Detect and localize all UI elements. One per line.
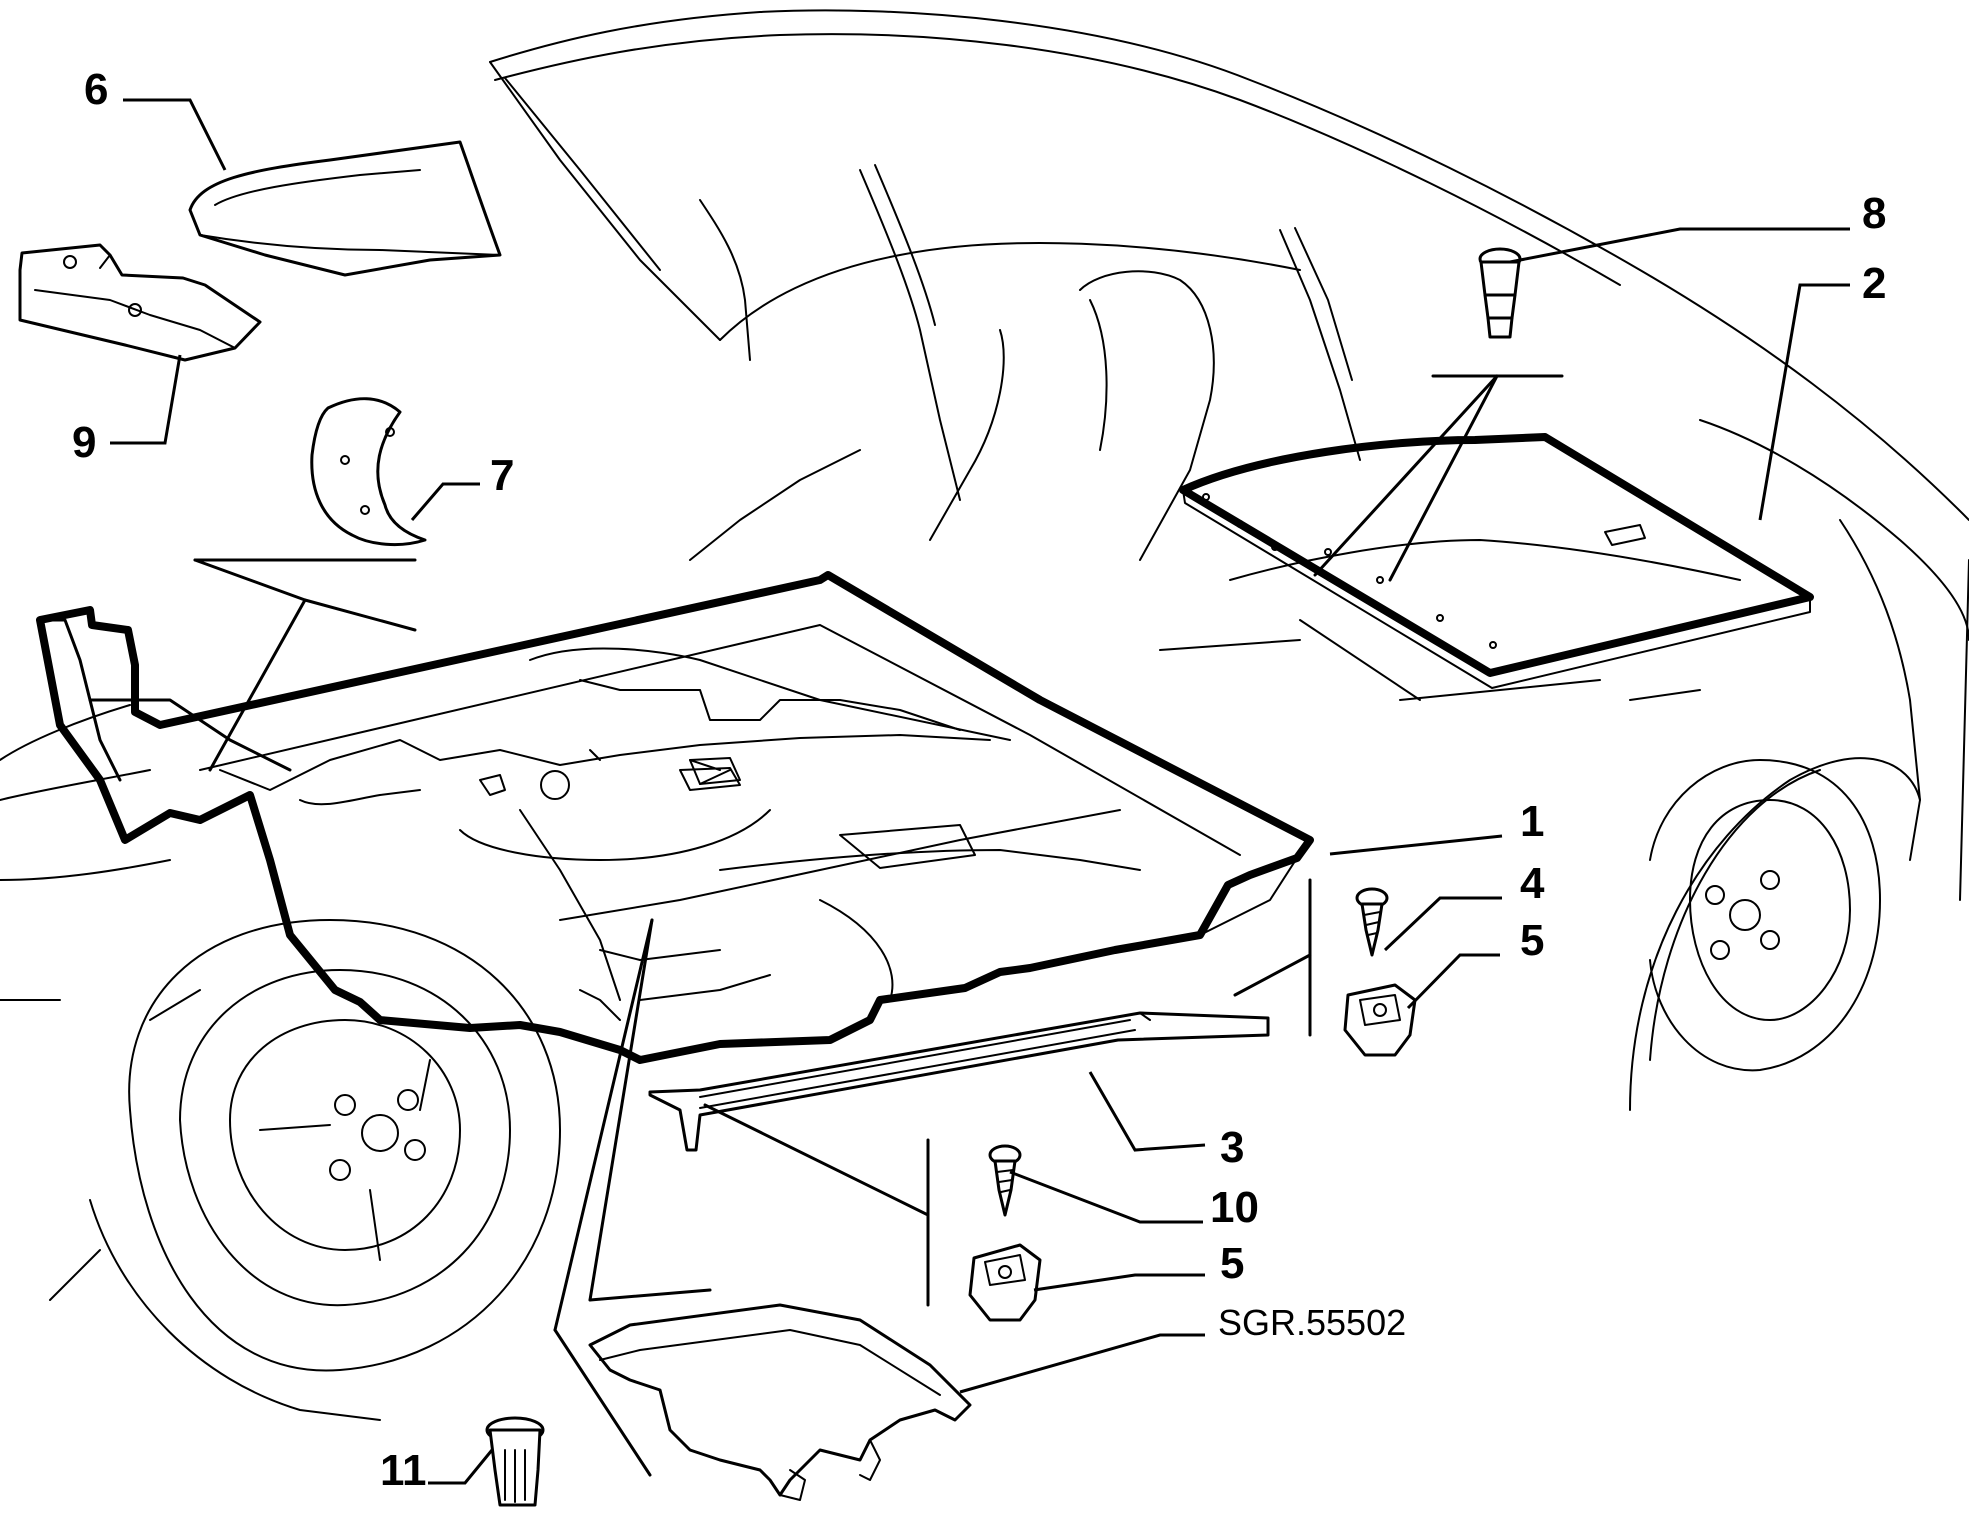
callout-10: 10	[1210, 1183, 1259, 1232]
callout-1: 1	[1520, 797, 1544, 846]
screw-part-4	[1355, 887, 1389, 957]
drawing-reference-code: SGR.55502	[1218, 1302, 1406, 1343]
left-wheel-drawing	[89, 919, 561, 1421]
callout-6: 6	[84, 65, 108, 114]
pad-part-7	[310, 397, 427, 546]
callout-11: 11	[380, 1446, 427, 1495]
callout-7: 7	[490, 451, 514, 500]
car-body-outline	[0, 9, 1969, 1001]
grommet-part-11	[485, 1416, 545, 1507]
callout-8: 8	[1862, 189, 1886, 238]
rear-panel-part-2	[1179, 433, 1814, 689]
right-wheel-drawing	[1629, 757, 1921, 1111]
lower-floor-panel	[588, 1303, 972, 1501]
callout-labels: 1 2 3 4 5 5 6 7 8 9 10 11 SGR.55502	[72, 65, 1886, 1495]
callout-2: 2	[1862, 259, 1886, 308]
callout-3: 3	[1220, 1123, 1244, 1172]
screw-part-10	[988, 1144, 1022, 1217]
callout-5-lower: 5	[1220, 1239, 1244, 1288]
callout-9: 9	[72, 418, 96, 467]
cover-part-6	[188, 140, 502, 277]
callout-4: 4	[1520, 859, 1545, 908]
clip-nut-part-5-lower	[968, 1243, 1042, 1322]
callout-5-upper: 5	[1520, 916, 1544, 965]
floor-pan-part-1	[36, 571, 1314, 1301]
leader-lines	[110, 98, 1850, 1485]
clip-nut-part-5-upper	[1343, 983, 1417, 1057]
sill-trim-part-3	[648, 1011, 1270, 1152]
bracket-part-9	[18, 243, 262, 362]
